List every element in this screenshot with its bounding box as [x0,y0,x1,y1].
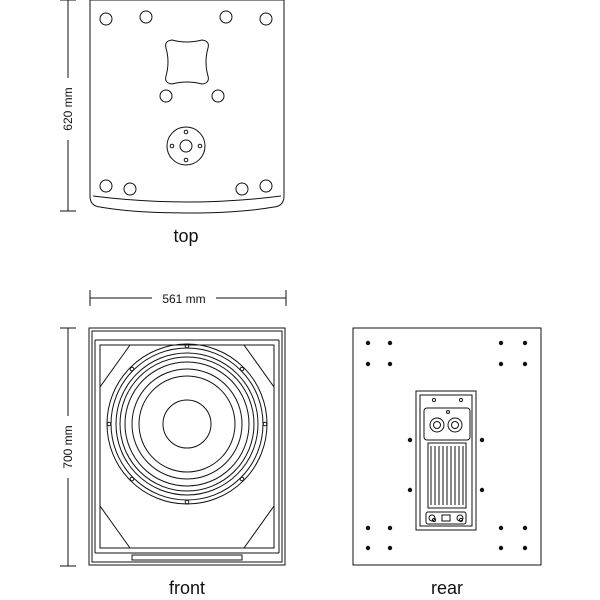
woofer-screws [106,343,268,505]
corner-brace [99,344,131,389]
woofer [106,343,268,505]
top-cabinet-outline [89,0,285,214]
width-dimension: 561 mm [89,290,287,306]
corner-brace [243,344,275,389]
front-cabinet-outline [88,327,286,566]
top-hole [123,182,137,196]
top-hole [235,182,249,196]
heatsink [427,442,467,509]
width-dimension-label: 561 mm [162,292,205,306]
rear-view: rear [352,327,542,598]
top-hole [259,179,273,193]
heatsink-fins [430,446,464,505]
depth-dimension-label: 620 mm [61,87,75,130]
top-view-label: top [173,226,198,246]
speakon-input [429,417,445,433]
xlr-connector [447,417,463,433]
top-hole [259,12,273,26]
top-hole [219,10,233,24]
top-hole [139,10,153,24]
connector-panel [423,407,471,441]
top-hole [99,179,113,193]
rear-view-label: rear [431,578,463,598]
dust-cap [162,399,212,449]
top-handle [165,39,209,85]
pole-mount [166,126,206,166]
power-inlet [425,511,467,525]
rear-cabinet-outline [352,327,542,566]
corner-brace [243,504,275,549]
rear-screws [365,340,528,551]
height-dimension-label: 700 mm [61,425,75,468]
top-hole [99,12,113,26]
depth-dimension: 620 mm [60,0,76,212]
top-view: 620 mm top [60,0,285,246]
height-dimension: 700 mm [60,327,76,567]
corner-brace [99,504,131,549]
top-hole [211,89,225,103]
front-view-label: front [169,578,205,598]
amplifier-panel [415,390,477,531]
top-hole [159,89,173,103]
front-view: front [88,327,286,598]
